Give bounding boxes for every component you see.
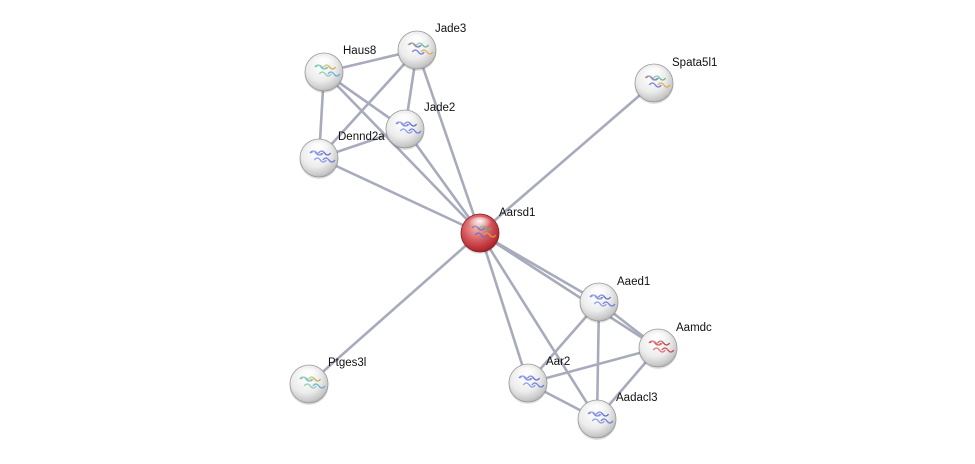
node-label-aamdc: Aamdc: [676, 322, 712, 334]
node-spata5l1[interactable]: Spata5l1: [634, 57, 718, 104]
node-highlight: [393, 113, 417, 127]
node-highlight: [585, 403, 609, 417]
node-highlight: [405, 34, 429, 48]
edge-dennd2a-aarsd1[interactable]: [317, 156, 482, 235]
edge-jade3-dennd2a[interactable]: [317, 48, 419, 160]
node-aadacl3[interactable]: Aadacl3: [577, 392, 658, 440]
node-jade3[interactable]: Jade3: [397, 23, 467, 71]
node-highlight: [307, 142, 331, 156]
node-highlight: [642, 67, 666, 81]
node-label-aaed1: Aaed1: [617, 276, 650, 288]
node-label-aadacl3: Aadacl3: [616, 392, 658, 404]
edge-jade3-aarsd1[interactable]: [415, 48, 482, 235]
edge-aamdc-aar2[interactable]: [526, 346, 660, 385]
node-label-jade2: Jade2: [424, 102, 455, 114]
node-aarsd1[interactable]: Aarsd1: [460, 207, 536, 254]
edge-jade2-aarsd1[interactable]: [403, 127, 482, 235]
edge-aaed1-aadacl3[interactable]: [595, 300, 601, 421]
edge-aarsd1-ptges3l[interactable]: [307, 231, 482, 386]
node-aaed1[interactable]: Aaed1: [579, 276, 651, 323]
node-dennd2a[interactable]: Dennd2a: [299, 131, 386, 179]
node-highlight: [516, 367, 540, 381]
node-label-haus8: Haus8: [343, 45, 376, 57]
node-jade2[interactable]: Jade2: [385, 102, 456, 150]
edge-aarsd1-aamdc[interactable]: [478, 231, 660, 350]
node-highlight: [312, 56, 336, 70]
node-highlight: [646, 332, 670, 346]
node-haus8[interactable]: Haus8: [304, 45, 377, 93]
edge-spata5l1-aarsd1[interactable]: [478, 81, 656, 235]
node-highlight: [297, 368, 321, 382]
node-aamdc[interactable]: Aamdc: [638, 322, 713, 369]
node-label-jade3: Jade3: [435, 23, 466, 35]
node-label-ptges3l: Ptges3l: [328, 357, 366, 369]
edge-haus8-aarsd1[interactable]: [322, 70, 482, 235]
edge-aarsd1-aar2[interactable]: [478, 231, 530, 385]
node-ptges3l[interactable]: Ptges3l: [289, 357, 367, 405]
node-aar2[interactable]: Aar2: [508, 356, 571, 404]
node-label-aarsd1: Aarsd1: [499, 207, 535, 219]
node-label-spata5l1: Spata5l1: [672, 57, 717, 69]
node-label-dennd2a: Dennd2a: [338, 131, 385, 143]
node-highlight: [468, 217, 492, 231]
node-highlight: [587, 286, 611, 300]
node-label-aar2: Aar2: [546, 356, 570, 368]
edge-aarsd1-aadacl3[interactable]: [478, 231, 599, 421]
